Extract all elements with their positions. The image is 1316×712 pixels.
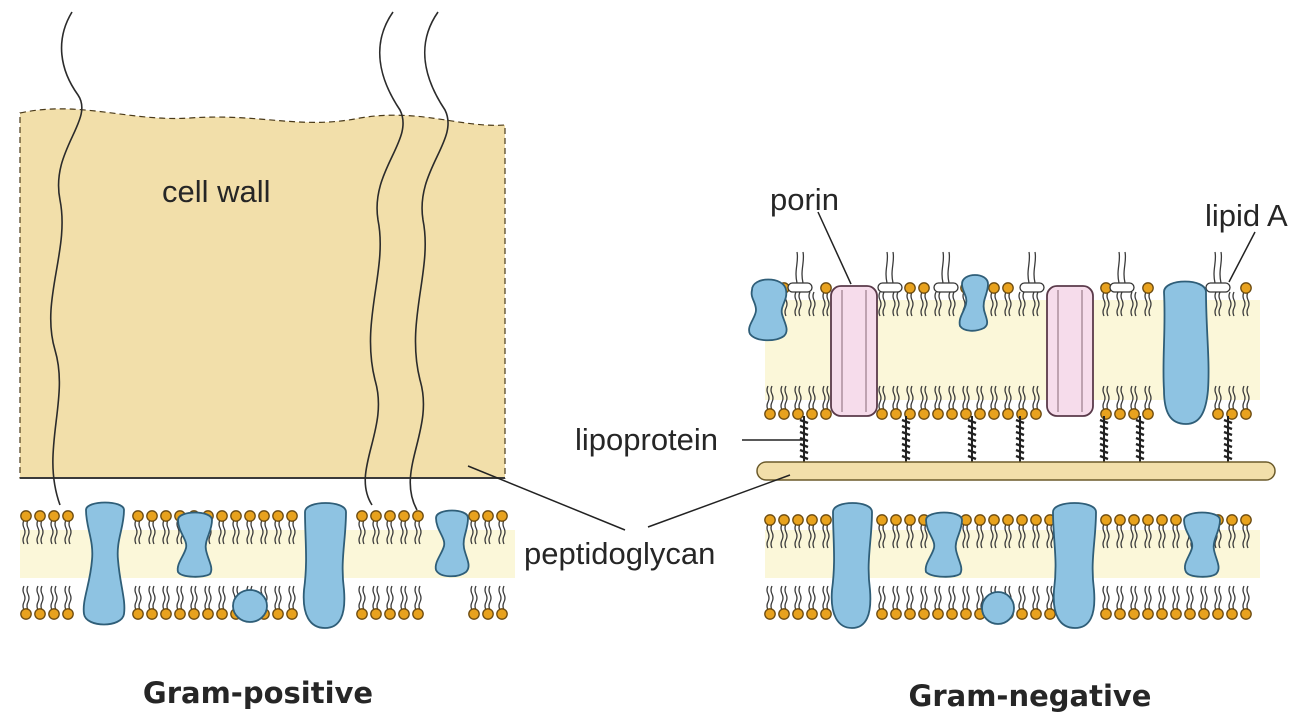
lipid-a-stalk [942, 252, 949, 283]
lipid-head [483, 586, 493, 619]
lipoprotein-anchor [902, 416, 910, 464]
lipoprotein-anchor [1100, 416, 1108, 464]
lipid-head [877, 586, 887, 619]
lipid-head [961, 586, 971, 619]
lipid-head [133, 586, 143, 619]
lipid-head [919, 586, 929, 619]
gram-negative-panel: porin lipid A lipoprotein peptidoglycan … [468, 182, 1288, 712]
lipid-head [1213, 586, 1223, 619]
lipid-a-stalk [886, 252, 893, 283]
lipid-head [287, 586, 297, 619]
lipid-a-head [1110, 283, 1134, 292]
lipid-a-head [878, 283, 902, 292]
lipid-head [779, 586, 789, 619]
lipid-head [947, 586, 957, 619]
lipid-head [203, 586, 213, 619]
lipid-a-head [1206, 283, 1230, 292]
transmembrane-protein [832, 503, 872, 628]
lipid-head [1171, 586, 1181, 619]
outer-membrane-protein [1163, 282, 1208, 425]
lipid-head [821, 586, 831, 619]
lipoproteins [800, 416, 1232, 464]
lipid-head [1241, 586, 1251, 619]
lipid-head [413, 586, 423, 619]
lipid-head [469, 586, 479, 619]
inner-protein [233, 590, 267, 622]
peptidoglycan-label: peptidoglycan [524, 536, 715, 571]
lipid-a-label: lipid A [1205, 198, 1288, 233]
lipid-head [1017, 586, 1027, 619]
lipoprotein-anchor [1016, 416, 1024, 464]
transmembrane-protein [1053, 503, 1096, 628]
porin-leader-line [818, 212, 851, 284]
cell-wall-label: cell wall [162, 174, 271, 209]
lipid-head [497, 586, 507, 619]
lipoprotein-label: lipoprotein [575, 422, 718, 457]
lipid-head [189, 586, 199, 619]
lipid-a-head [1020, 283, 1044, 292]
lipid-head [63, 586, 73, 619]
lipid-head [1031, 586, 1041, 619]
lipoprotein-anchor [1224, 416, 1232, 464]
lipid-head [357, 586, 367, 619]
lipid-head [905, 586, 915, 619]
lipid-head [21, 586, 31, 619]
lipid-head [1129, 586, 1139, 619]
porin [1047, 286, 1093, 416]
lipid-head [175, 586, 185, 619]
lipid-a-stalk [1118, 252, 1125, 283]
outer-membrane-protein [749, 280, 787, 341]
lipid-head [1115, 586, 1125, 619]
lipid-head [385, 586, 395, 619]
lipid-head [891, 586, 901, 619]
peptidoglycan-layer [757, 462, 1275, 480]
lipid-head [1185, 586, 1195, 619]
porin [831, 286, 877, 416]
lipid-a-stalk [1028, 252, 1035, 283]
inner-protein [982, 592, 1014, 624]
lipid-a-stalk [1214, 252, 1221, 283]
gram-positive-panel: cell wall Gram-positive [20, 12, 515, 710]
lipid-head [147, 586, 157, 619]
lipid-head [1157, 586, 1167, 619]
lipid-a-stalk [796, 252, 803, 283]
lipid-head [399, 586, 409, 619]
lipid-head [765, 586, 775, 619]
lipid-head [217, 586, 227, 619]
lipid-head [1143, 586, 1153, 619]
lipid-head [933, 586, 943, 619]
lipid-head [161, 586, 171, 619]
lipoprotein-anchor [968, 416, 976, 464]
lipid-head [1101, 586, 1111, 619]
lipid-head [49, 586, 59, 619]
lipid-a-stalks [796, 252, 1221, 283]
lipid-head [1227, 586, 1237, 619]
lipid-head [1199, 586, 1209, 619]
lipid-a-head [788, 283, 812, 292]
gram-negative-title: Gram-negative [909, 679, 1152, 712]
lipid-a-leader-line [1229, 232, 1255, 282]
lipid-head [273, 586, 283, 619]
cell-wall-block [20, 109, 505, 478]
lipoprotein-anchor [1136, 416, 1144, 464]
lipid-head [807, 586, 817, 619]
lipid-a-head [934, 283, 958, 292]
lipid-head [35, 586, 45, 619]
gram-positive-title: Gram-positive [143, 676, 373, 710]
lipid-head [371, 586, 381, 619]
lipid-head [793, 586, 803, 619]
porin-label: porin [770, 182, 839, 217]
transmembrane-protein [304, 503, 346, 628]
